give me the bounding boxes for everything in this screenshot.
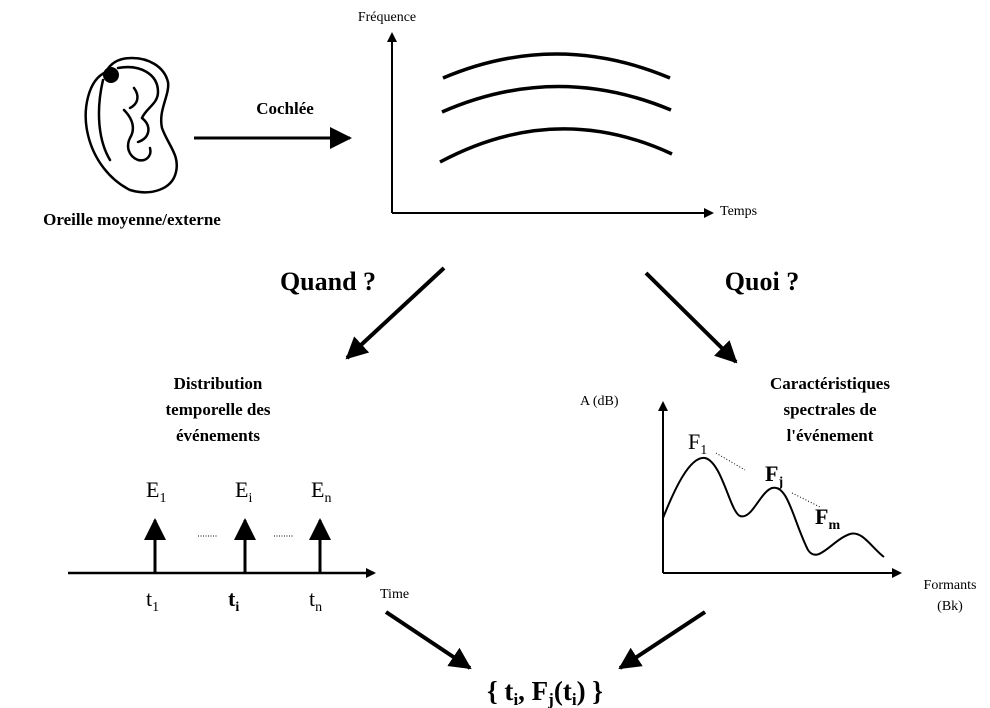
time-label-1: t1 <box>146 586 159 615</box>
event-label-1: E1 <box>146 477 166 506</box>
time-label-i: ti <box>228 586 239 615</box>
formant-band-3 <box>439 127 673 164</box>
formant-label-fj: Fj <box>765 461 783 490</box>
spectral-x-axis-label-line-1: Formants <box>924 578 977 593</box>
spectral-x-axis-label-line-2: (Bk) <box>937 599 963 614</box>
spectral-title-line-1: Caractéristiques <box>770 374 890 393</box>
temporal-title-line-1: Distribution <box>174 374 263 393</box>
formant-label-f1: F1 <box>688 429 707 458</box>
spectral-y-axis-label: A (dB) <box>580 394 619 409</box>
result-formula: { ti, Fj(ti) } <box>487 676 603 708</box>
ear-icon <box>84 56 179 194</box>
time-axis-label: Time <box>380 587 409 602</box>
time-label-n: tn <box>309 586 322 615</box>
temporal-distribution: Distribution temporelle des événements T… <box>68 374 409 615</box>
what-arrow <box>644 271 738 364</box>
spectral-envelope-curve <box>662 456 885 558</box>
event-label-i: Ei <box>235 477 252 506</box>
result-arrow-right <box>618 610 707 670</box>
temporal-title-line-3: événements <box>176 426 260 445</box>
what-label: Quoi ? <box>725 267 799 296</box>
when-arrow <box>345 266 446 360</box>
spectral-title-line-2: spectrales de <box>783 400 876 419</box>
formant-label-fm: Fm <box>815 504 840 533</box>
spectrogram-y-label: Fréquence <box>358 10 416 25</box>
spectral-characteristics: Caractéristiques spectrales de l'événeme… <box>580 374 976 614</box>
formant-dots-1 <box>715 452 746 471</box>
spectrogram-x-label: Temps <box>720 204 757 219</box>
when-label: Quand ? <box>280 267 376 296</box>
spectral-title-line-3: l'événement <box>787 426 874 445</box>
temporal-title-line-2: temporelle des <box>166 400 271 419</box>
cochlea-label: Cochlée <box>256 99 314 118</box>
result-arrow-left <box>384 610 472 670</box>
formant-band-2 <box>441 84 672 114</box>
spectrogram: Fréquence Temps <box>358 10 757 219</box>
formant-dots-2 <box>791 492 821 508</box>
formant-band-1 <box>442 52 671 80</box>
ear-caption: Oreille moyenne/externe <box>43 210 221 229</box>
event-label-n: En <box>311 477 331 506</box>
